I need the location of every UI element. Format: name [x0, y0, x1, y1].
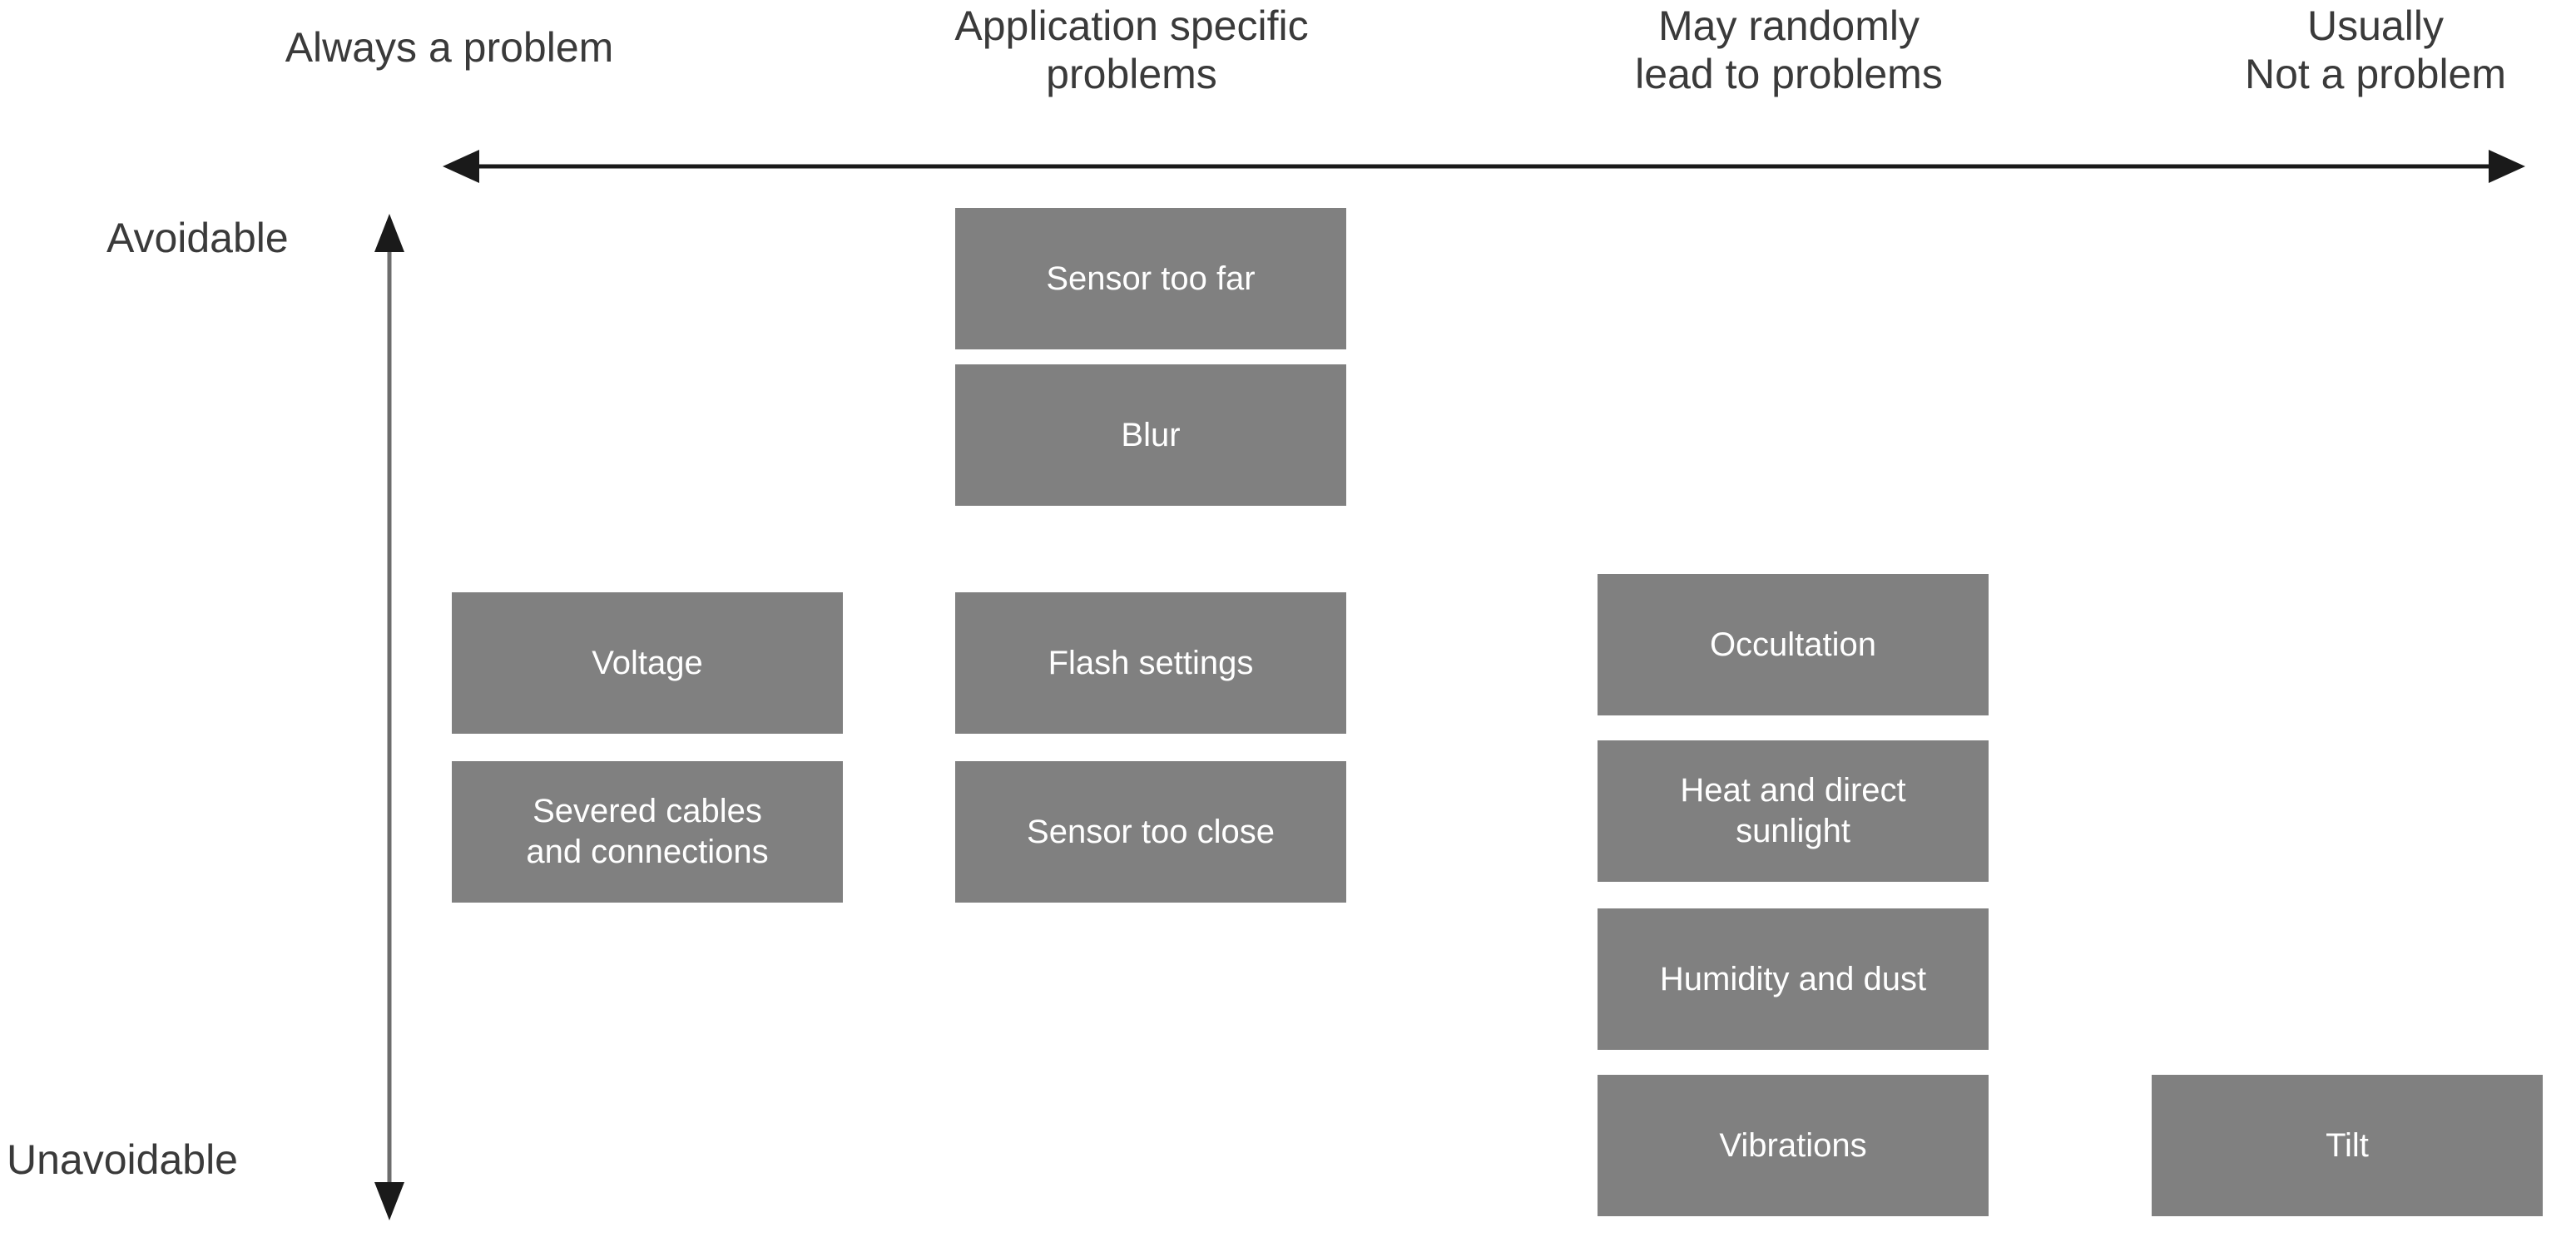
- axis-label-avoidable: Avoidable: [107, 215, 289, 261]
- column-header-always-a-problem: Always a problem: [285, 24, 614, 71]
- box-voltage[interactable]: Voltage: [452, 592, 843, 734]
- box-occultation[interactable]: Occultation: [1598, 574, 1989, 715]
- box-tilt[interactable]: Tilt: [2152, 1075, 2543, 1216]
- box-flash-settings[interactable]: Flash settings: [955, 592, 1346, 734]
- box-humidity-and-dust[interactable]: Humidity and dust: [1598, 908, 1989, 1050]
- box-heat-and-direct-sunlight[interactable]: Heat and direct sunlight: [1598, 740, 1989, 882]
- box-sensor-too-far[interactable]: Sensor too far: [955, 208, 1346, 349]
- axis-label-unavoidable: Unavoidable: [7, 1136, 238, 1183]
- box-blur[interactable]: Blur: [955, 364, 1346, 506]
- horizontal-axis-arrow: [433, 148, 2534, 185]
- column-header-may-randomly-lead-to-problems: May randomly lead to problems: [1635, 2, 1943, 97]
- column-header-usually-not-a-problem: Usually Not a problem: [2244, 2, 2507, 97]
- box-severed-cables-and-connections[interactable]: Severed cables and connections: [452, 761, 843, 903]
- column-header-application-specific-problems: Application specific problems: [954, 2, 1309, 97]
- vertical-axis-arrow: [366, 212, 413, 1223]
- box-vibrations[interactable]: Vibrations: [1598, 1075, 1989, 1216]
- box-sensor-too-close[interactable]: Sensor too close: [955, 761, 1346, 903]
